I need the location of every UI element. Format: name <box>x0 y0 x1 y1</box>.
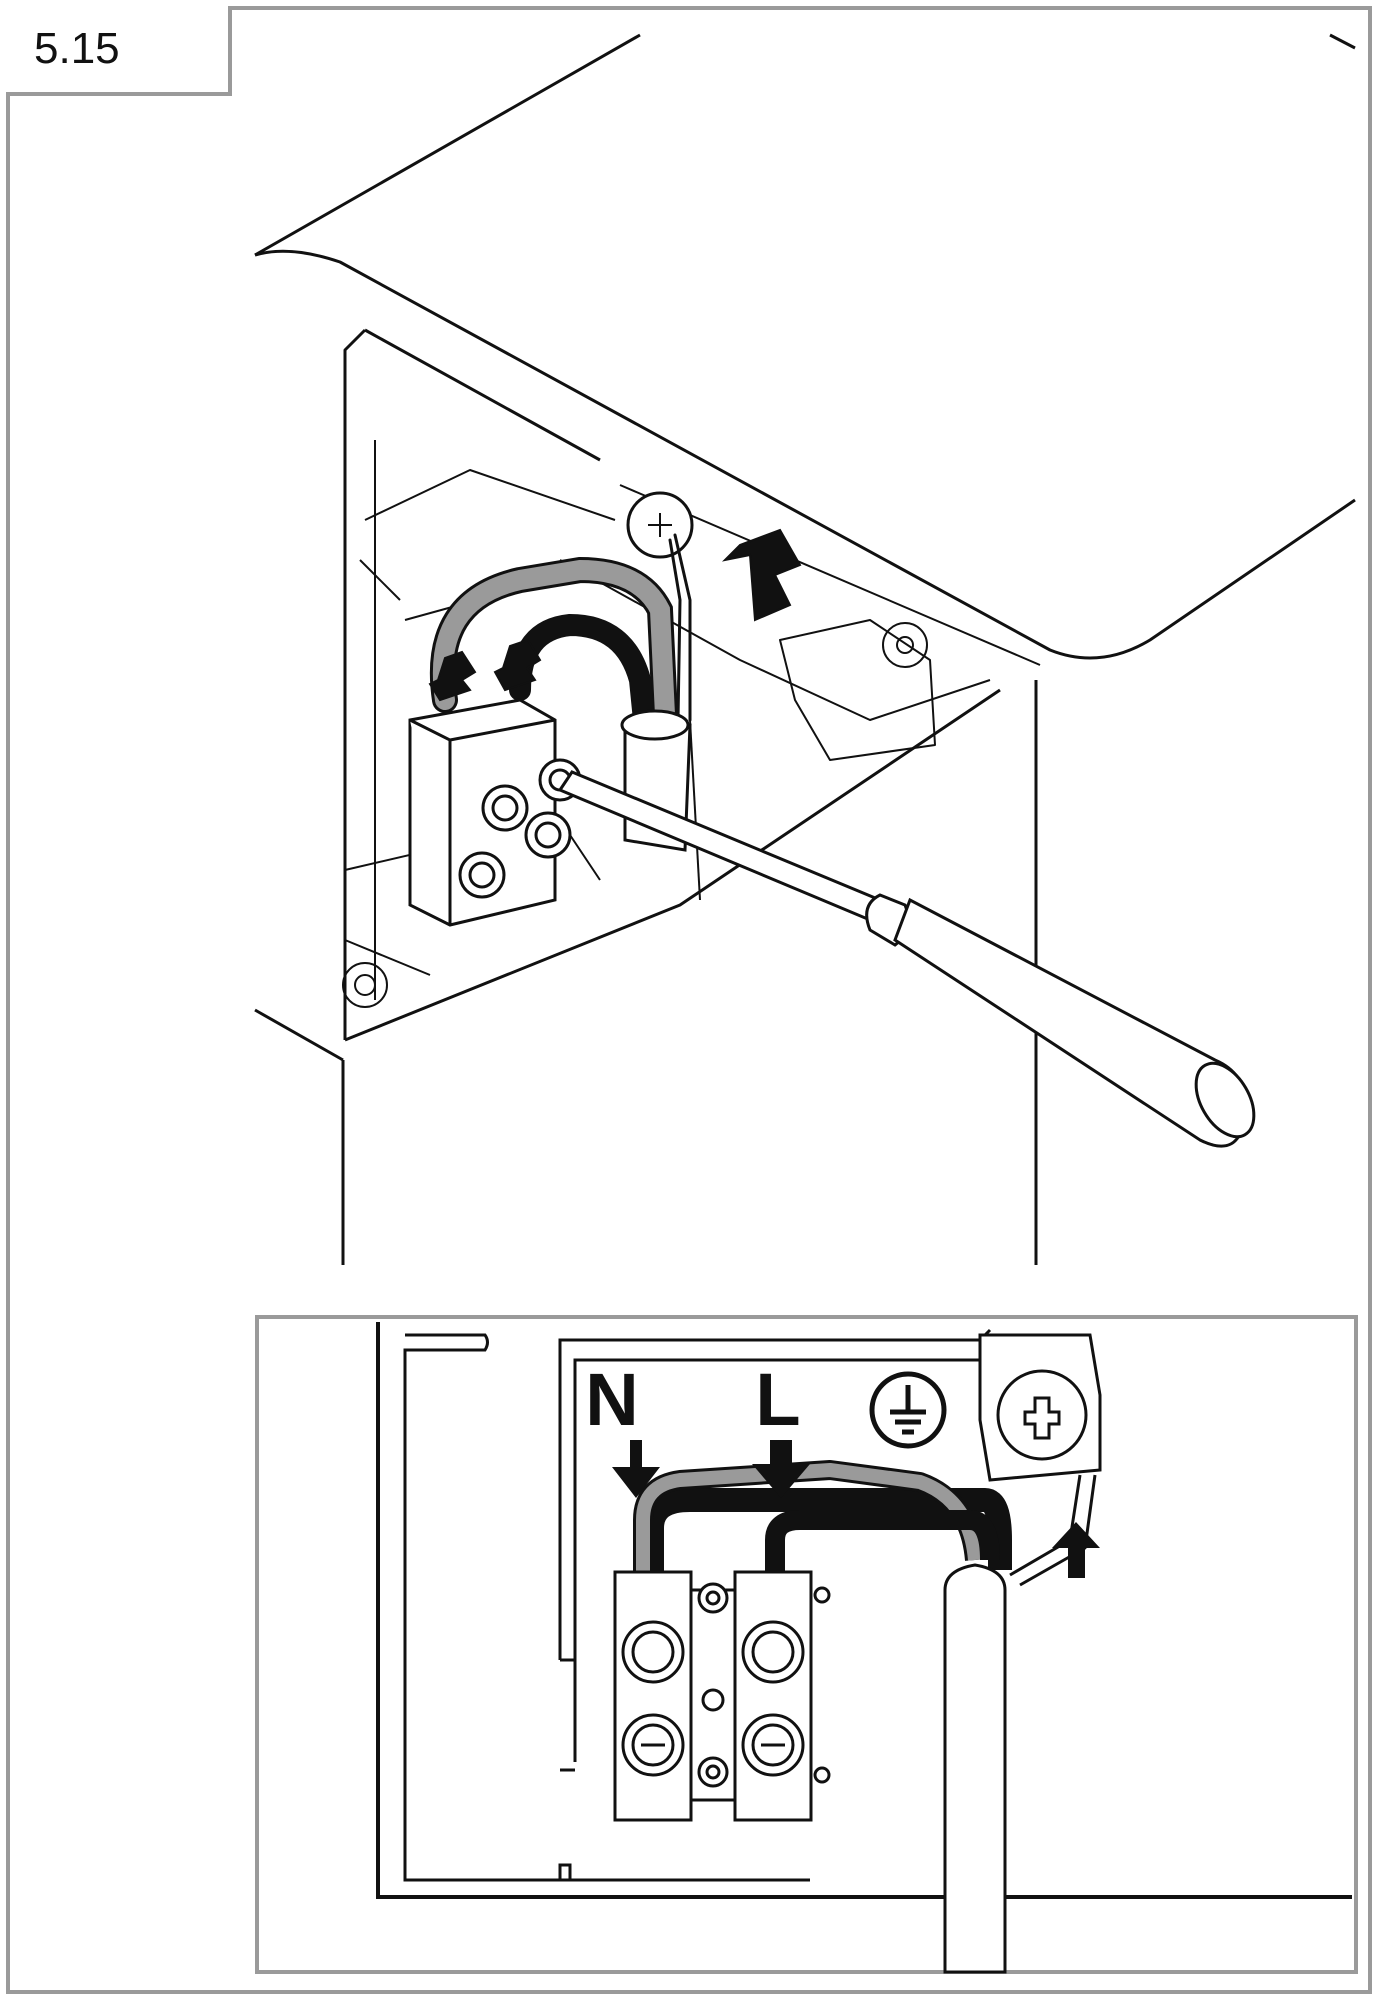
inset-cable <box>943 1563 1007 1974</box>
earth-screw <box>626 491 694 559</box>
earth-arrow-icon <box>1052 1522 1100 1578</box>
main-wires <box>429 533 692 741</box>
inset-wires <box>633 1460 1097 1587</box>
figure-number: 5.15 <box>34 24 120 73</box>
neutral-arrow-icon <box>612 1440 660 1498</box>
inset-arrows <box>612 1440 1100 1578</box>
terminal-block <box>408 698 582 927</box>
neutral-label: N <box>585 1358 638 1441</box>
inset-earth-screw <box>978 1333 1102 1482</box>
figure-number-box: 5.15 <box>6 6 232 96</box>
live-arrow-icon <box>752 1440 810 1498</box>
inset-terminal-block <box>613 1570 831 1822</box>
live-label: L <box>755 1358 800 1441</box>
main-arrows <box>428 528 802 702</box>
screwdriver <box>557 770 1256 1148</box>
figure-frame <box>6 6 1372 1994</box>
earth-ground-icon <box>869 1371 947 1449</box>
